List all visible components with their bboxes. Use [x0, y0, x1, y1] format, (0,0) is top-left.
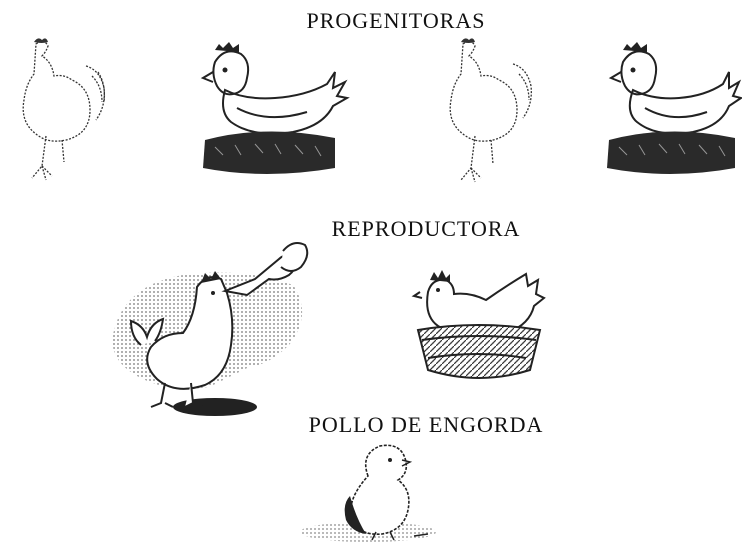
hen-in-basket-icon	[411, 262, 547, 392]
chick-icon	[298, 440, 448, 545]
reproductora-label: REPRODUCTORA	[331, 216, 521, 241]
rooster-icon	[6, 36, 116, 191]
trumpet-rooster-icon	[105, 235, 320, 420]
progenitoras-label: PROGENITORAS	[306, 8, 486, 33]
pollo-de-engorda-label: POLLO DE ENGORDA	[308, 412, 544, 437]
nesting-hen-icon	[603, 42, 742, 182]
nesting-hen-icon	[195, 42, 350, 182]
rooster-icon	[435, 36, 545, 196]
